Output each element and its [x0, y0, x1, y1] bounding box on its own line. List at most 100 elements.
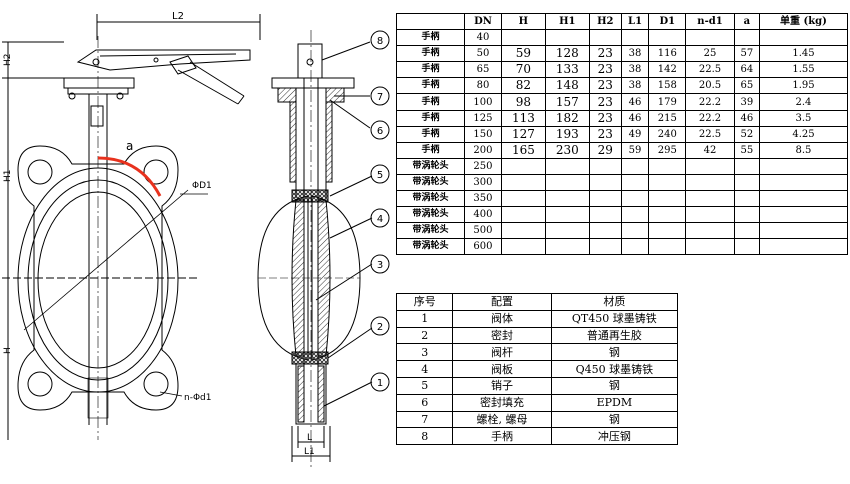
spec-value-cell: 400	[464, 206, 502, 224]
spec-value-cell: 600	[464, 238, 502, 256]
spec-value-cell: 23	[588, 77, 622, 95]
dim-d1: ΦD1	[192, 181, 212, 191]
spec-value-cell: 240	[648, 125, 687, 143]
spec-value-cell: 38	[620, 61, 650, 79]
spec-type-cell: 带涡轮头	[395, 173, 466, 192]
spec-value-cell	[500, 173, 546, 192]
spec-type-cell: 手柄	[395, 77, 466, 95]
spec-value-cell	[544, 238, 590, 256]
spec-value-cell: 182	[544, 109, 590, 127]
spec-value-cell: 2.4	[758, 93, 849, 111]
balloon-3: 3	[377, 260, 383, 271]
spec-value-cell: 215	[648, 109, 687, 127]
spec-value-cell: 22.5	[685, 61, 735, 79]
balloon-1: 1	[377, 378, 383, 389]
spec-header-cell: 单重 (kg)	[758, 12, 849, 31]
spec-value-cell: 59	[620, 141, 650, 159]
balloon-2: 2	[377, 322, 383, 333]
spec-value-cell: 500	[464, 222, 502, 240]
spec-type-cell: 手柄	[395, 93, 466, 111]
spec-value-cell: 20.5	[685, 77, 735, 95]
spec-value-cell: 29	[588, 141, 622, 159]
spec-value-cell	[733, 238, 760, 256]
spec-header-cell: H	[500, 12, 546, 31]
spec-value-cell	[685, 190, 735, 208]
spec-value-cell	[733, 222, 760, 240]
spec-type-cell: 带涡轮头	[395, 190, 466, 208]
part-config-cell: 阀体	[452, 309, 552, 328]
balloon-5: 5	[377, 170, 383, 181]
spec-value-cell: 250	[464, 157, 502, 175]
part-no-cell: 6	[395, 393, 454, 412]
spec-value-cell: 22.2	[685, 93, 735, 111]
spec-header-cell: a	[733, 12, 760, 31]
part-no-cell: 1	[395, 309, 454, 328]
spec-value-cell: 113	[500, 109, 546, 127]
spec-type-cell: 手柄	[395, 29, 466, 47]
part-material-cell: 钢	[550, 343, 679, 362]
balloon-labels: 8 7 6 5 4 3 2 1	[377, 36, 383, 389]
spec-value-cell: 142	[648, 61, 687, 79]
spec-value-cell: 300	[464, 173, 502, 192]
part-material-cell: EPDM	[550, 393, 679, 412]
part-config-cell: 阀板	[452, 360, 552, 378]
spec-value-cell: 38	[620, 77, 650, 95]
part-config-cell: 密封填充	[452, 393, 552, 412]
part-no-cell: 4	[395, 360, 454, 378]
spec-value-cell	[620, 173, 650, 192]
spec-header-cell: L1	[620, 12, 650, 31]
spec-value-cell: 23	[588, 109, 622, 127]
part-config-cell: 手柄	[452, 427, 552, 446]
spec-value-cell	[500, 190, 546, 208]
spec-type-cell: 带涡轮头	[395, 206, 466, 224]
spec-value-cell: 46	[620, 93, 650, 111]
part-material-cell: 钢	[550, 376, 679, 395]
spec-value-cell	[648, 29, 687, 47]
parts-header-config: 配置	[452, 293, 552, 311]
spec-header-cell	[395, 12, 466, 31]
spec-value-cell: 50	[464, 45, 502, 63]
spec-value-cell	[588, 29, 622, 47]
dim-h1: H1	[3, 170, 13, 183]
spec-value-cell: 23	[588, 61, 622, 79]
balloon-6: 6	[377, 126, 383, 137]
spec-value-cell: 42	[685, 141, 735, 159]
spec-value-cell: 3.5	[758, 109, 849, 127]
spec-type-cell: 手柄	[395, 141, 466, 159]
spec-value-cell: 55	[733, 141, 760, 159]
spec-value-cell	[685, 222, 735, 240]
parts-header-material: 材质	[550, 293, 679, 311]
spec-value-cell: 52	[733, 125, 760, 143]
spec-value-cell: 65	[733, 77, 760, 95]
spec-value-cell	[500, 222, 546, 240]
spec-value-cell	[588, 222, 622, 240]
spec-type-cell: 手柄	[395, 125, 466, 143]
spec-value-cell: 157	[544, 93, 590, 111]
spec-value-cell	[500, 29, 546, 47]
spec-value-cell: 165	[500, 141, 546, 159]
part-material-cell: 普通再生胶	[550, 326, 679, 345]
part-no-cell: 3	[395, 343, 454, 362]
spec-value-cell	[733, 157, 760, 175]
spec-value-cell: 23	[588, 125, 622, 143]
part-config-cell: 销子	[452, 376, 552, 395]
balloon-7: 7	[377, 92, 383, 103]
spec-value-cell	[500, 157, 546, 175]
spec-header-cell: DN	[464, 12, 502, 31]
part-no-cell: 7	[395, 410, 454, 429]
spec-value-cell: 46	[733, 109, 760, 127]
part-config-cell: 密封	[452, 326, 552, 345]
spec-value-cell: 22.2	[685, 109, 735, 127]
spec-value-cell: 23	[588, 93, 622, 111]
spec-value-cell: 179	[648, 93, 687, 111]
spec-value-cell	[758, 157, 849, 175]
